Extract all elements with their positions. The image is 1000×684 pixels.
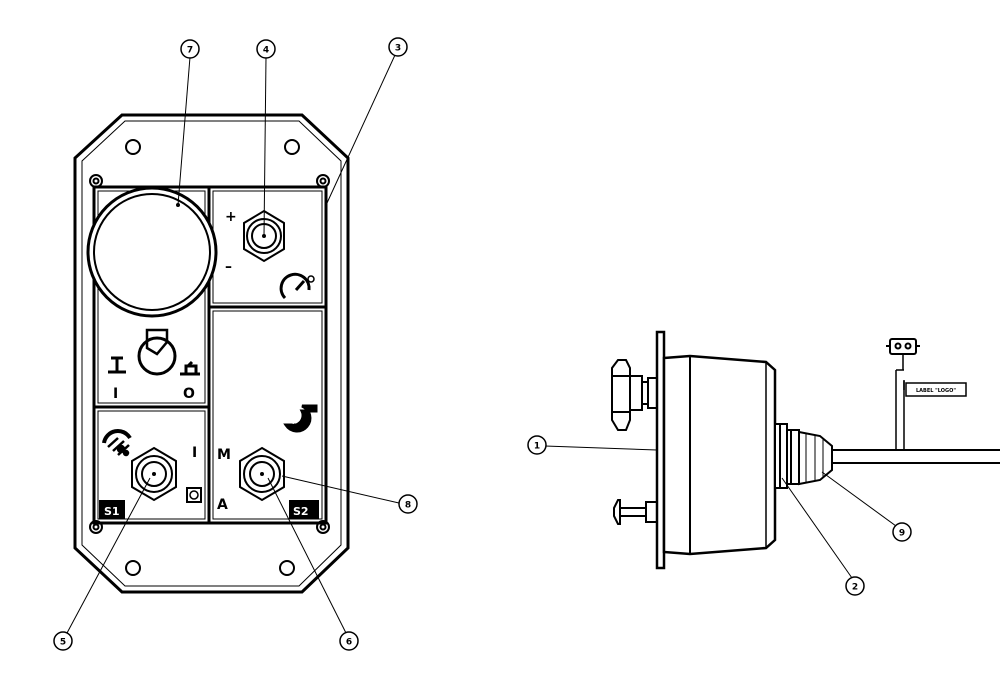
front-view-callouts: 7 4 3 8 5 6 bbox=[53, 37, 418, 651]
callout-2: 2 bbox=[845, 576, 865, 596]
knob-s1-center bbox=[152, 472, 156, 476]
screw bbox=[92, 177, 100, 185]
leader-2 bbox=[781, 477, 853, 579]
leader-8 bbox=[281, 475, 400, 504]
callout-8-text: 8 bbox=[405, 501, 411, 511]
callout-4: 4 bbox=[256, 39, 276, 59]
plus-label: + bbox=[225, 209, 237, 225]
mounting-holes bbox=[125, 139, 300, 576]
logo-label-text: LABEL "LOGO" bbox=[916, 388, 956, 394]
enclosure-body bbox=[662, 354, 777, 556]
side-view-callouts: 1 2 9 bbox=[527, 435, 912, 596]
callout-8: 8 bbox=[398, 494, 418, 514]
s1-label: S1 bbox=[104, 505, 120, 518]
sub-panel-outline bbox=[97, 410, 206, 520]
label-stalk bbox=[895, 355, 905, 450]
mounting-hole bbox=[125, 560, 141, 576]
leader-7 bbox=[177, 56, 191, 206]
screw bbox=[89, 520, 103, 534]
callout-1-text: 1 bbox=[534, 442, 540, 452]
s1-tag bbox=[99, 500, 125, 519]
leader-3 bbox=[326, 54, 396, 204]
mode-a-label: A bbox=[217, 497, 228, 513]
callout-3: 3 bbox=[388, 37, 408, 57]
callout-9-text: 9 bbox=[899, 529, 905, 539]
side-view-leaders bbox=[544, 445, 897, 579]
knob-s2[interactable] bbox=[249, 461, 275, 487]
s2-tag bbox=[289, 500, 319, 519]
knob-s1-ring bbox=[135, 455, 173, 493]
front-view: + – I O bbox=[73, 113, 350, 594]
callout-5-text: 5 bbox=[60, 638, 66, 648]
cable bbox=[832, 449, 1000, 464]
mounting-hole bbox=[284, 139, 300, 155]
on-label: I bbox=[113, 386, 118, 402]
gauge-dial-rim bbox=[93, 193, 211, 311]
callout-3-text: 3 bbox=[395, 44, 401, 54]
callout-5: 5 bbox=[53, 631, 73, 651]
engine-icon bbox=[137, 328, 177, 376]
s2-label: S2 bbox=[293, 505, 309, 518]
switch-i-label: I bbox=[192, 445, 197, 461]
leader-1 bbox=[544, 445, 658, 451]
leader-5 bbox=[66, 477, 151, 634]
front-view-leaders bbox=[66, 54, 400, 634]
gauge-dial bbox=[86, 186, 218, 318]
knob-s1[interactable] bbox=[141, 461, 167, 487]
screw bbox=[316, 174, 330, 188]
mushroom-button[interactable] bbox=[611, 359, 658, 431]
mounting-plate-inner-edge bbox=[81, 120, 342, 587]
knob-s2-ring bbox=[243, 455, 281, 493]
callout-2-text: 2 bbox=[852, 583, 858, 593]
cable-gland bbox=[774, 423, 833, 489]
indicator-lamp[interactable] bbox=[189, 490, 199, 500]
callout-6: 6 bbox=[339, 631, 359, 651]
callout-7-text: 7 bbox=[187, 46, 193, 56]
mode-m-label: M bbox=[217, 447, 231, 463]
screw bbox=[319, 523, 327, 531]
leader-9 bbox=[821, 471, 897, 527]
knob-s2-center bbox=[260, 472, 264, 476]
side-view: LABEL "LOGO" bbox=[611, 330, 1000, 570]
lamp-icon bbox=[102, 428, 132, 457]
callout-7: 7 bbox=[180, 39, 200, 59]
logo-label-tag bbox=[905, 382, 967, 397]
toggle-off-icon bbox=[180, 360, 200, 376]
toggle-stalk[interactable] bbox=[613, 499, 658, 525]
callout-4-text: 4 bbox=[263, 46, 269, 56]
callout-6-text: 6 bbox=[346, 638, 352, 648]
mounting-plate bbox=[73, 113, 350, 594]
sub-panel-outline bbox=[212, 310, 323, 520]
connector-icon bbox=[886, 338, 920, 355]
off-label: O bbox=[183, 386, 195, 402]
screw bbox=[89, 174, 103, 188]
screw bbox=[92, 523, 100, 531]
screw bbox=[319, 177, 327, 185]
callout-1: 1 bbox=[527, 435, 547, 455]
toggle-on-icon bbox=[108, 356, 126, 374]
mounting-hole bbox=[279, 560, 295, 576]
gauge-icon bbox=[279, 272, 315, 300]
mounting-hole bbox=[125, 139, 141, 155]
leader-6 bbox=[267, 477, 347, 634]
indicator-square bbox=[186, 487, 202, 503]
minus-label: – bbox=[225, 259, 232, 275]
callout-9: 9 bbox=[892, 522, 912, 542]
turbo-icon bbox=[283, 404, 318, 433]
screw bbox=[316, 520, 330, 534]
leader-4 bbox=[263, 56, 267, 237]
